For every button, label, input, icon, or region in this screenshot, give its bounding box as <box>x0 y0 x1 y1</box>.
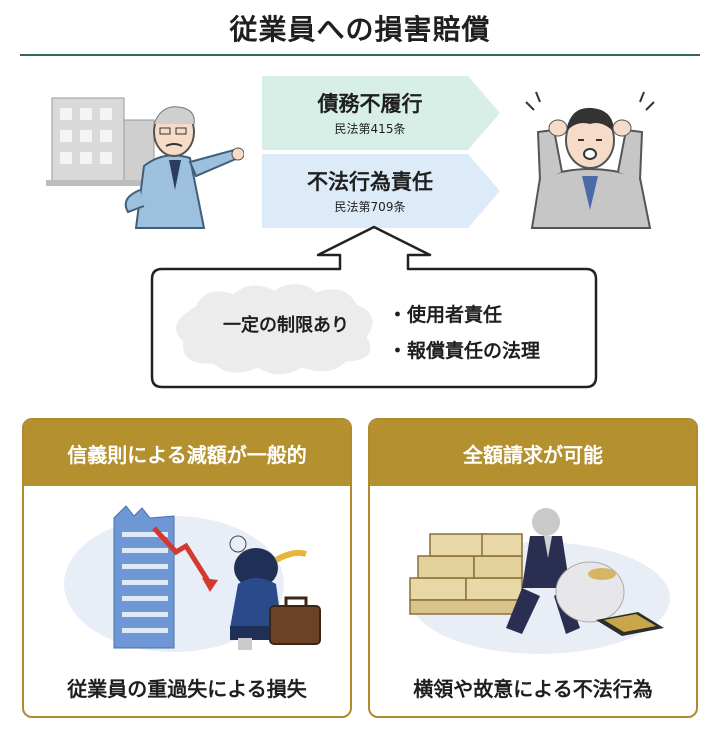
office-building-icon <box>46 97 158 186</box>
card-reduction: 信義則による減額が一般的 <box>22 418 352 718</box>
title-underline <box>20 54 700 56</box>
page-title: 従業員への損害賠償 <box>229 13 491 46</box>
arrow-breach-of-contract: 債務不履行 民法第415条 <box>262 76 502 150</box>
open-briefcase-icon <box>596 612 664 636</box>
limitation-bullets: ・使用者責任 ・報償責任の法理 <box>388 297 540 369</box>
briefcase-icon <box>269 596 321 645</box>
money-bag-icon <box>555 561 625 623</box>
employee-illustration <box>510 80 670 230</box>
card-header: 全額請求が可能 <box>370 420 696 486</box>
embezzlement-illustration <box>370 488 696 658</box>
downward-trend-arrow <box>152 526 213 586</box>
bullet-item: ・報償責任の法理 <box>388 340 541 362</box>
cracked-building-icon <box>113 505 175 649</box>
limitation-callout: 一定の制限あり ・使用者責任 ・報償責任の法理 <box>150 225 598 389</box>
card-full-claim: 全額請求が可能 <box>368 418 698 718</box>
angry-boss-figure <box>124 106 245 229</box>
card-caption: 従業員の重過失による損失 <box>67 677 307 701</box>
arrow-sub-label: 民法第415条 <box>334 122 406 136</box>
arrow-sub-label: 民法第709条 <box>334 200 406 214</box>
collapsing-business-illustration <box>24 488 350 658</box>
arrow-main-label: 債務不履行 <box>317 92 423 116</box>
cash-stack-icon <box>409 533 523 615</box>
arrow-tort-liability: 不法行為責任 民法第709条 <box>262 154 502 228</box>
arrow-main-label: 不法行為責任 <box>307 170 433 194</box>
card-header: 信義則による減額が一般的 <box>24 420 350 486</box>
card-caption: 横領や故意による不法行為 <box>413 677 653 701</box>
bullet-item: ・使用者責任 <box>388 304 503 326</box>
cloud-label: 一定の制限あり <box>223 315 349 336</box>
employer-illustration <box>44 80 245 230</box>
cloud-shape <box>175 284 373 375</box>
